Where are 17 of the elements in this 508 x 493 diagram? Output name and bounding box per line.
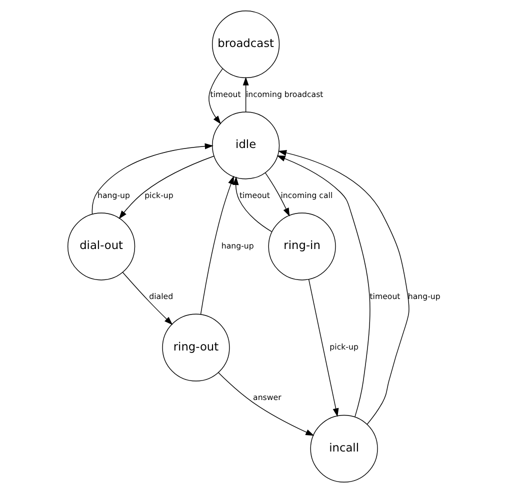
arrow	[264, 172, 290, 217]
arrow	[218, 372, 314, 436]
arrow	[92, 143, 214, 215]
arrow	[242, 76, 249, 112]
node-circle: dial-out	[68, 212, 136, 280]
node-circle: broadcast	[212, 10, 280, 78]
node-circle: incall	[310, 414, 378, 482]
arrow	[278, 150, 410, 425]
arrow	[122, 272, 173, 326]
arrow	[200, 176, 234, 315]
arrow	[232, 176, 272, 232]
arrow	[118, 156, 214, 220]
arrow	[208, 68, 223, 124]
node-circle: ring-in	[268, 212, 336, 280]
node-circle: ring-out	[162, 314, 230, 382]
arrow	[308, 279, 339, 417]
arrow	[276, 156, 370, 418]
